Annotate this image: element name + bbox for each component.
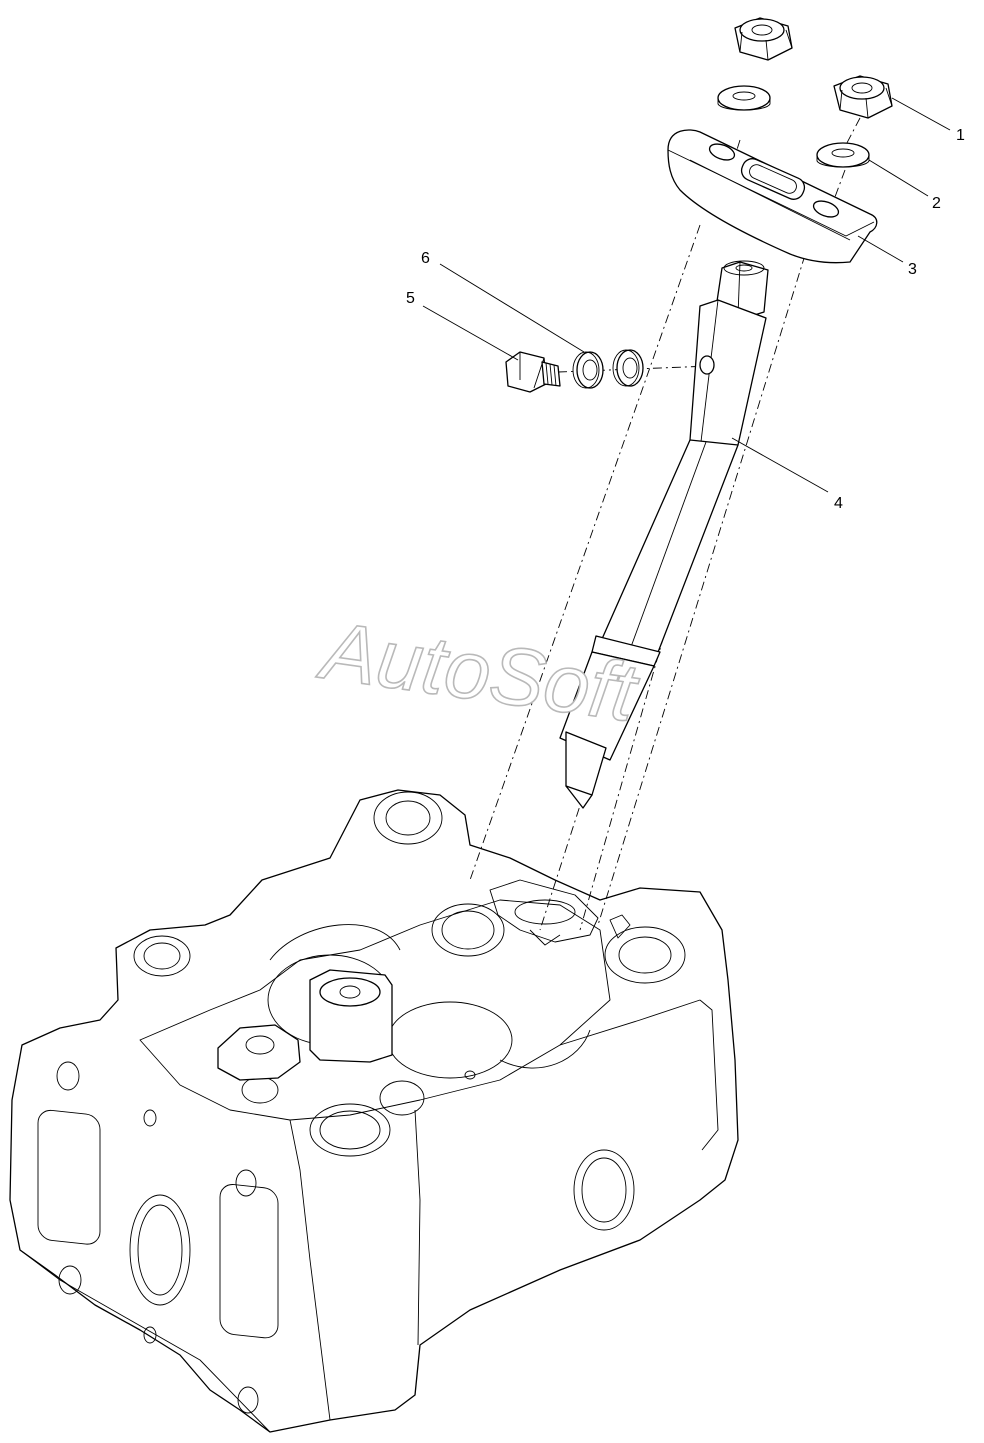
callout-leaders	[422, 97, 951, 493]
cylinder-head	[9, 789, 739, 1433]
nut-right	[833, 75, 893, 119]
svg-text:AutoSoft: AutoSoft	[312, 604, 644, 739]
injector-clamp	[667, 129, 878, 264]
sealing-washer-outer	[572, 351, 604, 389]
nut-left	[734, 17, 793, 61]
callout-labels: 1 2 3 4 5 6	[406, 127, 965, 512]
watermark: AutoSoft	[311, 604, 645, 741]
callout-2: 2	[932, 195, 941, 212]
callout-5: 5	[406, 290, 415, 307]
washer-left	[717, 85, 771, 111]
callout-4: 4	[834, 495, 843, 512]
callout-6: 6	[421, 250, 430, 267]
sealing-washer-inner	[612, 349, 644, 387]
banjo-bolt	[505, 351, 561, 393]
callout-3: 3	[908, 261, 917, 278]
callout-1: 1	[956, 127, 965, 144]
fuel-injector	[559, 260, 769, 809]
washer-right	[816, 142, 870, 168]
